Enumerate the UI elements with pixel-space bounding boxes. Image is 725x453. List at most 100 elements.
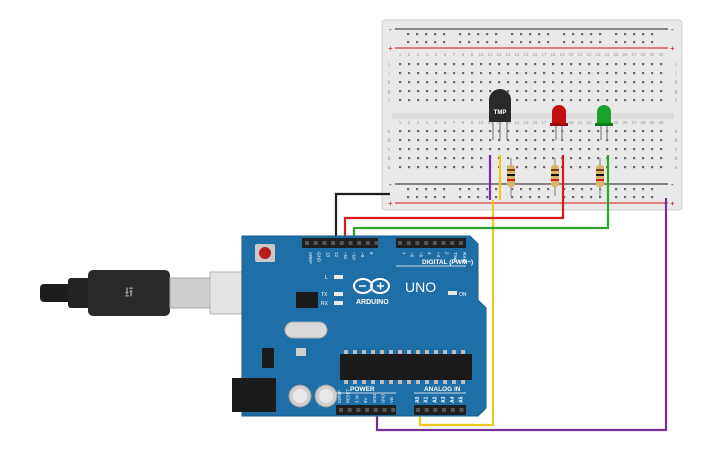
breadboard-hole <box>462 90 465 93</box>
rail-hole <box>511 41 514 44</box>
breadboard-column-number: 30 <box>658 120 664 125</box>
reset-button[interactable] <box>259 247 271 259</box>
header-pin[interactable] <box>416 408 420 412</box>
led-red-body <box>552 105 566 124</box>
breadboard-hole <box>399 148 402 151</box>
chip-pin <box>434 350 438 354</box>
tmp-sensor[interactable]: TMP <box>489 89 511 140</box>
power-jack[interactable] <box>232 378 276 412</box>
power-pin-label: GND <box>372 394 377 403</box>
chip-pin <box>380 380 384 384</box>
breadboard-hole <box>651 130 654 133</box>
digital-label: DIGITAL (PWM~) <box>422 259 473 266</box>
breadboard-column-number: 28 <box>640 52 646 57</box>
wire-black-gnd[interactable] <box>334 192 390 242</box>
breadboard-column-number: 4 <box>426 52 429 57</box>
header-pin[interactable] <box>424 408 429 412</box>
header-pin[interactable] <box>433 408 438 412</box>
header-pin[interactable] <box>406 241 411 245</box>
breadboard-column-number: 27 <box>631 120 637 125</box>
wire-green-pin12[interactable] <box>352 155 610 242</box>
header-pin[interactable] <box>442 408 447 412</box>
header-pin[interactable] <box>356 408 361 412</box>
header-pin[interactable] <box>450 408 455 412</box>
breadboard-hole <box>633 166 636 169</box>
rail-hole <box>477 41 480 44</box>
breadboard-hole <box>570 130 573 133</box>
breadboard-hole <box>426 157 429 160</box>
header-pin[interactable] <box>374 241 379 245</box>
header-pin[interactable] <box>365 408 370 412</box>
header-pin[interactable] <box>391 408 396 412</box>
rail-hole <box>590 196 593 199</box>
rail-hole <box>434 196 437 199</box>
header-pin[interactable] <box>305 241 309 245</box>
led-green[interactable] <box>595 105 613 140</box>
rail-hole <box>443 41 446 44</box>
breadboard-hole <box>516 130 519 133</box>
breadboard-hole <box>525 90 528 93</box>
header-pin[interactable] <box>424 241 429 245</box>
rail-hole <box>642 41 645 44</box>
breadboard-row-letter: i <box>388 71 389 77</box>
header-pin[interactable] <box>348 241 353 245</box>
header-pin[interactable] <box>313 241 318 245</box>
wire-purple-rail-5v[interactable] <box>375 198 668 432</box>
header-pin[interactable] <box>398 241 402 245</box>
rail-hole <box>529 33 532 36</box>
capacitor-2-top <box>319 389 333 403</box>
digital-pin-label: 8 <box>369 252 374 255</box>
breadboard-column-number: 17 <box>541 52 547 57</box>
header-pin[interactable] <box>432 241 437 245</box>
header-pin[interactable] <box>339 408 343 412</box>
header-pin[interactable] <box>347 408 352 412</box>
breadboard-hole <box>408 157 411 160</box>
rail-hole <box>511 196 514 199</box>
led-red[interactable] <box>550 105 568 140</box>
breadboard-row-letter: e <box>388 129 391 135</box>
breadboard-column-number: 21 <box>577 52 583 57</box>
resistor-3[interactable] <box>596 158 604 196</box>
header-pin[interactable] <box>373 408 378 412</box>
usb-cable[interactable]: ⭿ <box>40 270 247 316</box>
breadboard-hole <box>435 72 438 75</box>
wire-yellow-sensor-a0[interactable] <box>418 200 495 427</box>
rail-hole <box>581 33 584 36</box>
wire-red-pin13[interactable] <box>343 155 565 242</box>
rail-hole <box>651 196 654 199</box>
breadboard-column-number: 15 <box>523 120 529 125</box>
header-pin[interactable] <box>331 241 336 245</box>
resistor-2[interactable] <box>551 158 559 196</box>
usb-plug-housing <box>88 270 170 316</box>
breadboard-hole <box>570 148 573 151</box>
chip-pin <box>407 350 411 354</box>
rail-hole <box>520 41 523 44</box>
breadboard-hole <box>417 72 420 75</box>
breadboard-hole <box>516 166 519 169</box>
header-pin[interactable] <box>365 241 370 245</box>
chip-pin <box>398 380 402 384</box>
rail-hole <box>486 188 489 191</box>
header-pin[interactable] <box>441 241 446 245</box>
breadboard-hole <box>642 130 645 133</box>
breadboard-hole <box>417 130 420 133</box>
rail-hole <box>624 41 627 44</box>
breadboard-hole <box>480 90 483 93</box>
header-pin[interactable] <box>382 408 387 412</box>
header-pin[interactable] <box>459 408 464 412</box>
usb-strain-relief <box>68 278 90 308</box>
resistor-1[interactable] <box>507 158 515 196</box>
rail-hole <box>547 188 550 191</box>
header-pin[interactable] <box>357 241 362 245</box>
header-pin[interactable] <box>458 241 463 245</box>
header-pin[interactable] <box>450 241 455 245</box>
breadboard-column-number: 25 <box>613 120 619 125</box>
header-pin[interactable] <box>322 241 327 245</box>
header-pin[interactable] <box>339 241 344 245</box>
header-pin[interactable] <box>415 241 420 245</box>
breadboard-row-letter: f <box>675 98 677 104</box>
breadboard-hole <box>435 99 438 102</box>
